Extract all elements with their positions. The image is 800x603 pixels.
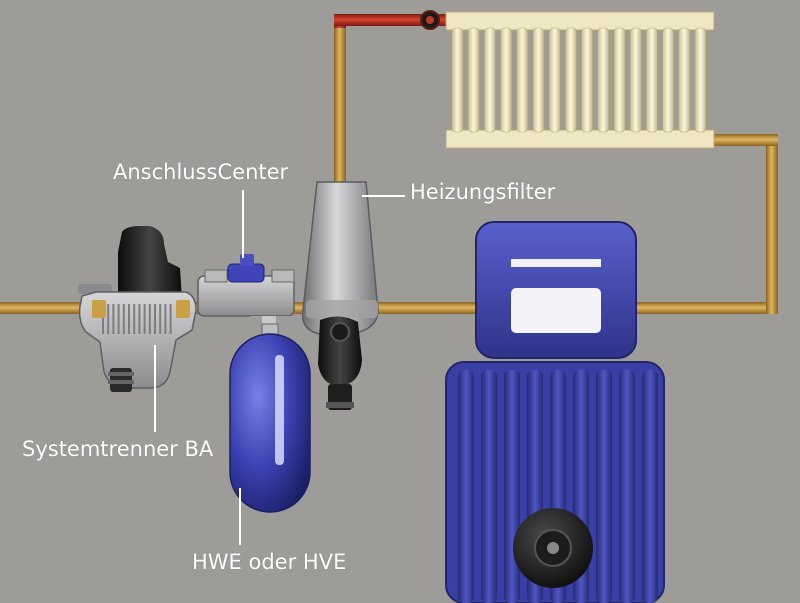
boiler-rib: [596, 370, 612, 603]
label-systemtrenner: Systemtrenner BA: [22, 437, 214, 461]
drain-ring: [108, 380, 134, 384]
systemtrenner-rib: [148, 304, 151, 334]
boiler-rib: [458, 370, 474, 603]
radiator-fin: [678, 27, 691, 133]
systemtrenner-rib: [107, 304, 110, 334]
hwe-hve-tank: [229, 323, 311, 513]
radiator-bottom-bar: [445, 129, 715, 149]
systemtrenner-rib: [159, 304, 162, 334]
boiler-rib: [619, 370, 635, 603]
anschlusscenter-knob-icon: [227, 263, 265, 283]
boiler-rib: [642, 370, 658, 603]
radiator-fin: [532, 27, 545, 133]
systemtrenner-rib: [133, 304, 136, 334]
heizungsfilter: [301, 181, 379, 410]
radiator-fin: [451, 27, 464, 133]
systemtrenner-rib: [128, 304, 130, 334]
boiler: [445, 221, 665, 603]
pipe-to-boiler: [378, 302, 478, 314]
valve-center: [426, 16, 434, 24]
boiler-rib: [481, 370, 497, 603]
tank-highlight: [275, 355, 284, 465]
fitting: [271, 269, 295, 283]
supply-pipe-vertical: [334, 20, 346, 190]
radiator-fin: [629, 27, 642, 133]
radiator-top-bar: [445, 11, 715, 31]
return-pipe-vertical: [766, 134, 778, 314]
systemtrenner-ribs: [102, 304, 172, 334]
systemtrenner-rib: [117, 304, 120, 334]
systemtrenner-inlet: [92, 300, 106, 318]
return-pipe-bottom: [636, 302, 778, 314]
leader-lines: [154, 190, 405, 545]
systemtrenner-ba: [78, 226, 197, 392]
radiator-fins: [451, 27, 707, 133]
radiator-fin: [467, 27, 480, 133]
burner-port-center: [547, 542, 559, 554]
systemtrenner-rib: [169, 304, 172, 334]
pipe-network: [0, 10, 778, 314]
systemtrenner-rib: [164, 304, 167, 334]
return-pipe-top: [706, 134, 778, 146]
radiator-fin: [484, 27, 496, 133]
systemtrenner-rib: [112, 304, 115, 334]
housing-collar: [306, 300, 378, 318]
radiator-fin: [613, 27, 626, 133]
fitting: [204, 269, 228, 283]
radiator: [445, 11, 715, 149]
anschlusscenter: [197, 254, 296, 332]
label-heizungsfilter: Heizungsfilter: [410, 180, 556, 204]
radiator-fin: [516, 27, 529, 133]
systemtrenner-rib: [102, 304, 104, 334]
radiator-fin: [581, 27, 593, 133]
outlet-ring: [326, 402, 354, 408]
drain-ring: [108, 372, 134, 376]
systemtrenner-rib: [143, 304, 146, 334]
heizungsfilter-valve: [318, 316, 362, 386]
systemtrenner-rib: [122, 304, 125, 334]
radiator-fin: [548, 27, 561, 133]
boiler-display: [511, 288, 601, 333]
label-hwe-hve: HWE oder HVE: [192, 550, 347, 574]
label-anschlusscenter: AnschlussCenter: [113, 160, 289, 184]
systemtrenner-actuator: [118, 226, 182, 300]
radiator-fin: [662, 27, 674, 133]
boiler-rib: [504, 370, 520, 603]
radiator-fin: [694, 27, 707, 133]
expansion-tank: [229, 333, 311, 513]
valve-knob: [330, 322, 350, 342]
systemtrenner-rib: [138, 304, 141, 334]
radiator-fin: [565, 27, 577, 133]
systemtrenner-rib: [154, 304, 156, 334]
radiator-fin: [500, 27, 512, 133]
systemtrenner-outlet: [176, 300, 190, 318]
boiler-indicator-strip: [511, 259, 601, 267]
radiator-fin: [646, 27, 658, 133]
radiator-fin: [597, 27, 610, 133]
